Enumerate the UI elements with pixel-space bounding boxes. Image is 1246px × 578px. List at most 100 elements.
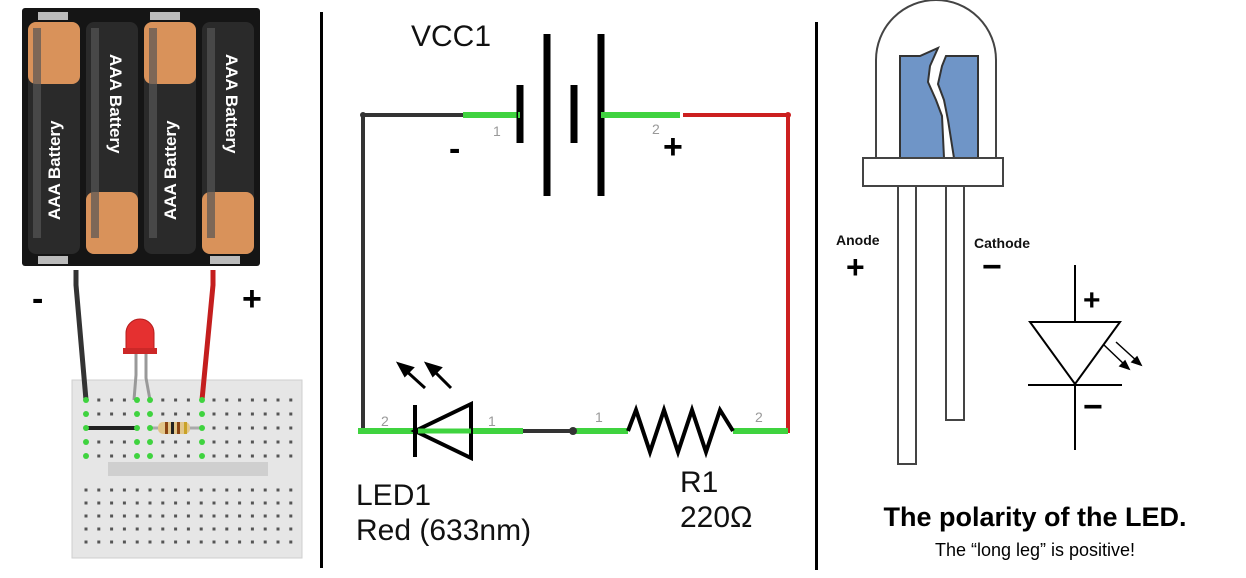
breadboard-hole [250, 540, 254, 544]
breadboard-hole [97, 527, 101, 531]
breadboard-hole [225, 440, 229, 444]
cathode-label: Cathode [974, 235, 1030, 251]
breadboard-hole [84, 540, 88, 544]
resistor-pin1-label: 1 [595, 409, 603, 425]
breadboard-hole [263, 440, 267, 444]
breadboard-hole [212, 488, 216, 492]
breadboard-hole [122, 501, 126, 505]
breadboard-hole [186, 540, 190, 544]
breadboard-hole [225, 412, 229, 416]
breadboard-hole [238, 527, 242, 531]
breadboard-hole [161, 527, 165, 531]
black-battery-wire [73, 270, 89, 401]
breadboard-hole [276, 440, 280, 444]
red-battery-wire [199, 270, 216, 401]
led-polarity-diagram: Anode + Cathode − + − [836, 0, 1143, 465]
breadboard-hole [289, 488, 293, 492]
breadboard-hole [250, 527, 254, 531]
breadboard-hole [199, 527, 203, 531]
breadboard-hole [212, 398, 216, 402]
resistor-value-label: 220Ω [680, 501, 752, 534]
breadboard-hole [110, 514, 114, 518]
breadboard-hole [289, 398, 293, 402]
breadboard-hole [174, 488, 178, 492]
breadboard-hole [212, 412, 216, 416]
breadboard-hole [161, 440, 165, 444]
breadboard-hole [174, 514, 178, 518]
breadboard-hole [276, 488, 280, 492]
wire-junctions [360, 112, 791, 435]
breadboard-hole [122, 454, 126, 458]
polarity-title: The polarity of the LED. [883, 502, 1187, 532]
breadboard-hole [110, 398, 114, 402]
battery-plus-sign: + [663, 128, 683, 166]
breadboard-hole [212, 454, 216, 458]
breadboard-hole [238, 514, 242, 518]
cathode-minus-sign: − [982, 248, 1002, 286]
breadboard-hole [161, 454, 165, 458]
breadboard-plus-sign: + [242, 280, 262, 318]
breadboard-hole [110, 412, 114, 416]
breadboard-hole [276, 454, 280, 458]
breadboard-hole [199, 514, 203, 518]
breadboard-hole [225, 501, 229, 505]
breadboard-hole [122, 398, 126, 402]
divider-left [320, 12, 323, 568]
breadboard-illustration: AAA Battery AAA Battery AAA Battery AAA … [22, 8, 303, 559]
breadboard-hole [238, 454, 242, 458]
breadboard-hole [263, 412, 267, 416]
breadboard-hole [225, 398, 229, 402]
polarity-subtitle: The “long leg” is positive! [934, 540, 1136, 560]
cathode-short-leg [945, 185, 965, 421]
battery-label-4: AAA Battery [222, 54, 241, 154]
breadboard-hole [289, 440, 293, 444]
breadboard-hole [238, 426, 242, 430]
battery-label-3: AAA Battery [161, 120, 180, 220]
breadboard-hole [263, 514, 267, 518]
led-name-label: LED1 [356, 479, 431, 512]
breadboard-hole [148, 527, 152, 531]
breadboard-hole [225, 514, 229, 518]
breadboard-hole [186, 514, 190, 518]
breadboard-hole [186, 440, 190, 444]
symbol-plus-sign: + [1083, 284, 1101, 317]
breadboard-hole [225, 527, 229, 531]
breadboard-hole [148, 501, 152, 505]
breadboard-hole [84, 501, 88, 505]
breadboard-hole [289, 540, 293, 544]
breadboard-hole [225, 540, 229, 544]
breadboard-hole [110, 501, 114, 505]
breadboard-hole [110, 527, 114, 531]
breadboard-hole [161, 514, 165, 518]
breadboard-hole [238, 488, 242, 492]
breadboard-hole [289, 501, 293, 505]
breadboard-hole [250, 514, 254, 518]
resistor-symbol [626, 403, 735, 459]
diode-symbol [1028, 265, 1122, 450]
battery-label-1: AAA Battery [45, 120, 64, 220]
breadboard-led [125, 318, 155, 351]
resistor-name-label: R1 [680, 466, 718, 499]
breadboard-hole [199, 501, 203, 505]
breadboard-hole [212, 527, 216, 531]
breadboard-hole [97, 440, 101, 444]
breadboard-hole [122, 412, 126, 416]
led-symbol [410, 400, 473, 462]
diode-light-arrows-icon [1103, 341, 1143, 371]
breadboard-hole [161, 540, 165, 544]
breadboard-hole [250, 454, 254, 458]
breadboard-center-channel [108, 462, 268, 476]
breadboard-hole [250, 398, 254, 402]
breadboard-hole [148, 514, 152, 518]
breadboard-hole [135, 527, 139, 531]
breadboard-hole [276, 398, 280, 402]
breadboard-hole [238, 440, 242, 444]
breadboard-hole [263, 527, 267, 531]
breadboard-hole [212, 540, 216, 544]
breadboard-hole [84, 527, 88, 531]
anode-plus-sign: + [846, 249, 865, 285]
battery-cells [28, 12, 254, 264]
breadboard-hole [186, 488, 190, 492]
breadboard-hole [276, 527, 280, 531]
breadboard-hole [97, 412, 101, 416]
